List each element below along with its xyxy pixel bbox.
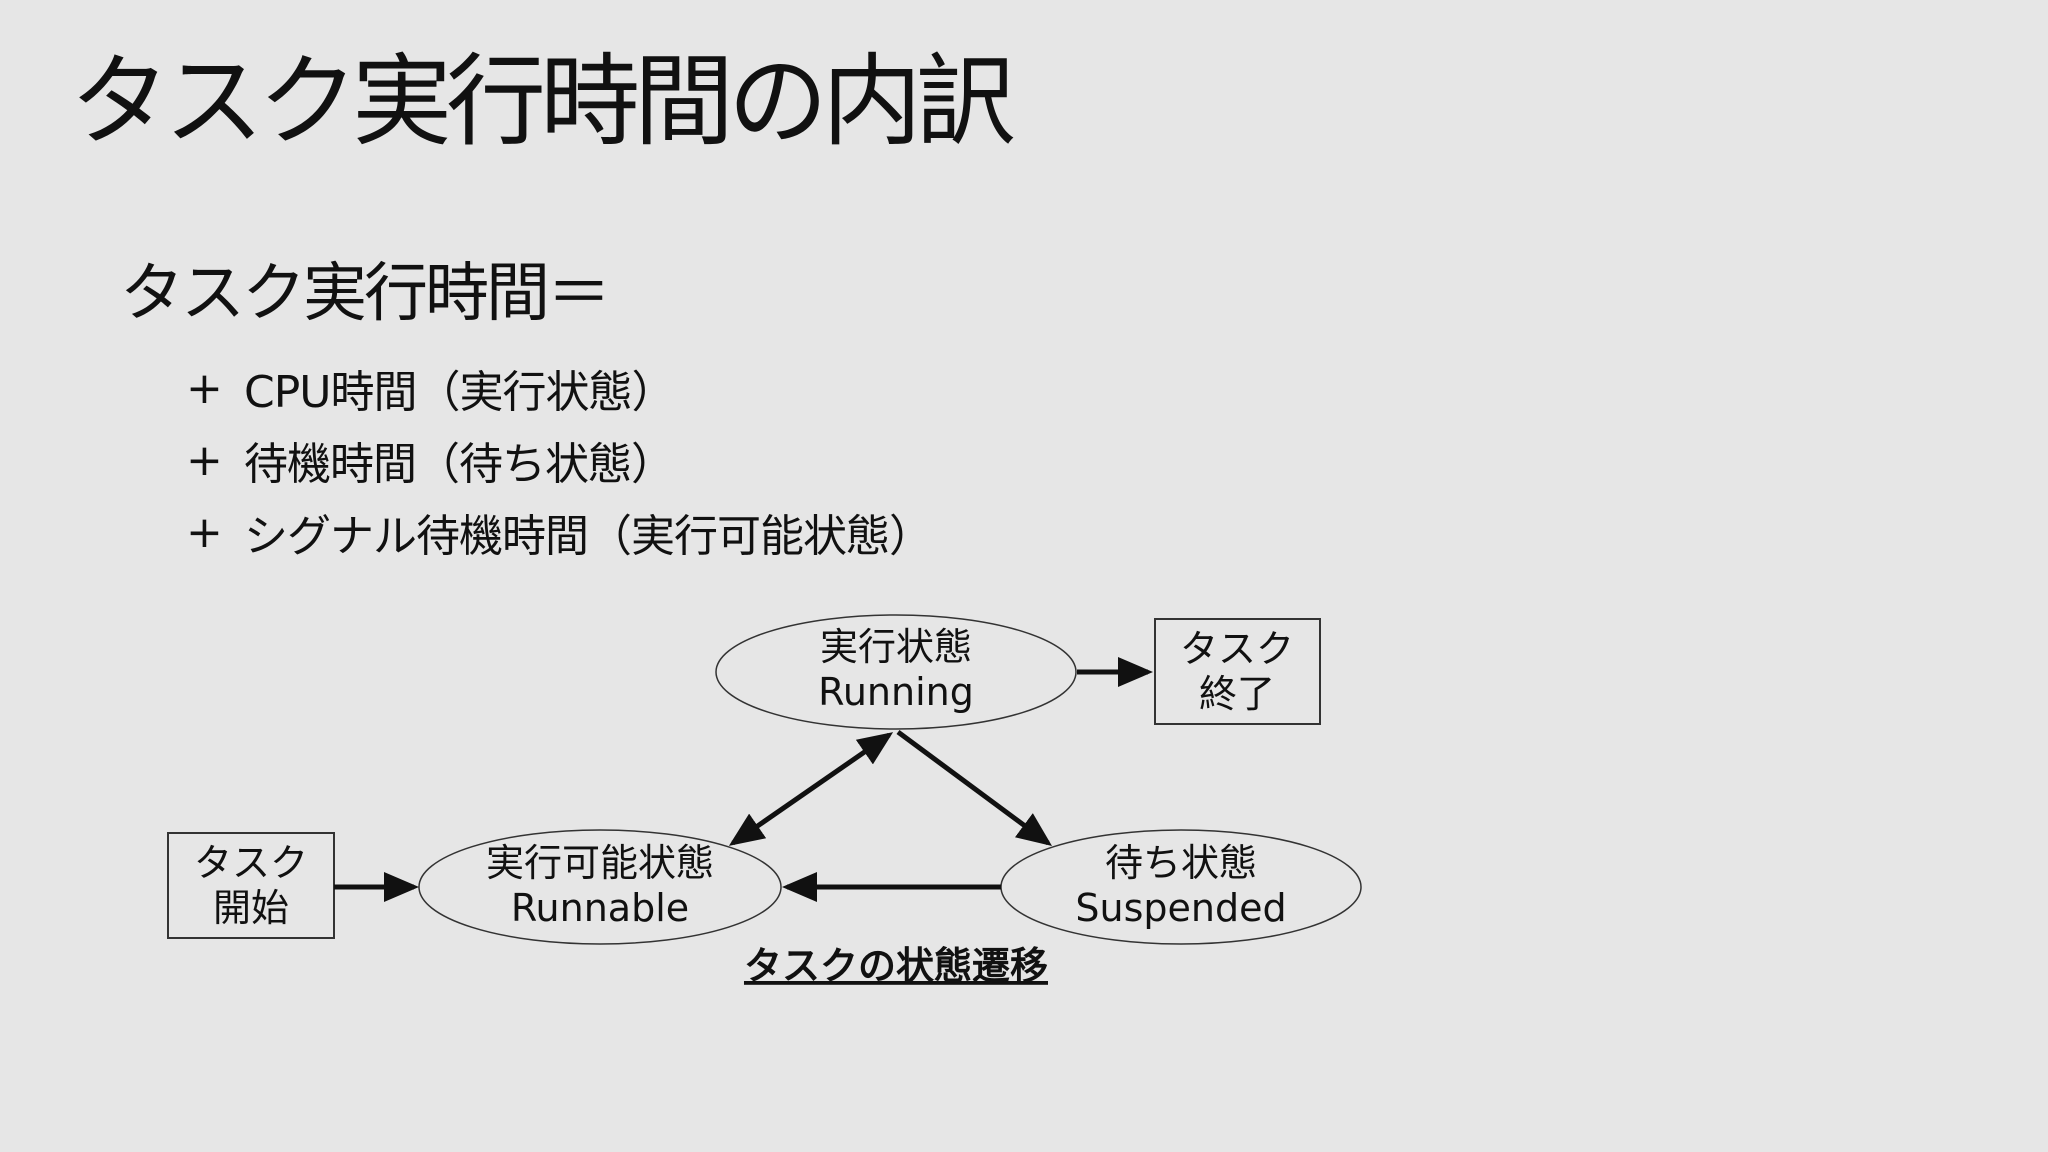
task-end-line2: 終了 [1199, 672, 1275, 716]
suspended-en-label: Suspended [1075, 886, 1286, 930]
task-start-line2: 開始 [213, 886, 289, 930]
diagram-caption: タスクの状態遷移 [744, 944, 1048, 988]
slide-title: タスク実行時間の内訳 [70, 43, 1016, 160]
task-end-node: タスク 終了 [1154, 618, 1321, 725]
running-state-node: 実行状態 Running [715, 614, 1077, 730]
cpu-time-label: CPU時間（実行状態） [244, 367, 675, 418]
list-item-cpu-time: + CPU時間（実行状態） [186, 352, 932, 424]
arrow-runnable-running-bidirectional [728, 732, 894, 846]
running-jp-label: 実行状態 [820, 625, 972, 669]
arrow-running-to-suspended [896, 729, 1053, 846]
runnable-en-label: Runnable [511, 886, 689, 930]
plus-sign: + [186, 434, 223, 486]
runnable-state-node: 実行可能状態 Runnable [418, 829, 782, 945]
formula-heading: タスク実行時間＝ [120, 257, 611, 331]
list-item-signal-wait-time: + シグナル待機時間（実行可能状態） [186, 496, 933, 568]
task-start-node: タスク 開始 [167, 832, 335, 939]
list-item-wait-time: + 待機時間（待ち状態） [186, 424, 932, 496]
plus-sign: + [186, 506, 223, 558]
suspended-jp-label: 待ち状態 [1105, 841, 1257, 885]
runnable-jp-label: 実行可能状態 [486, 841, 714, 885]
task-end-line1: タスク [1180, 627, 1294, 671]
time-components-list: + CPU時間（実行状態） + 待機時間（待ち状態） + シグナル待機時間（実行… [186, 352, 933, 568]
suspended-state-node: 待ち状態 Suspended [1000, 829, 1362, 945]
running-en-label: Running [818, 670, 974, 714]
wait-time-label: 待機時間（待ち状態） [244, 439, 675, 490]
task-start-line1: タスク [194, 841, 308, 885]
signal-wait-time-label: シグナル待機時間（実行可能状態） [244, 511, 933, 562]
plus-sign: + [186, 362, 223, 414]
